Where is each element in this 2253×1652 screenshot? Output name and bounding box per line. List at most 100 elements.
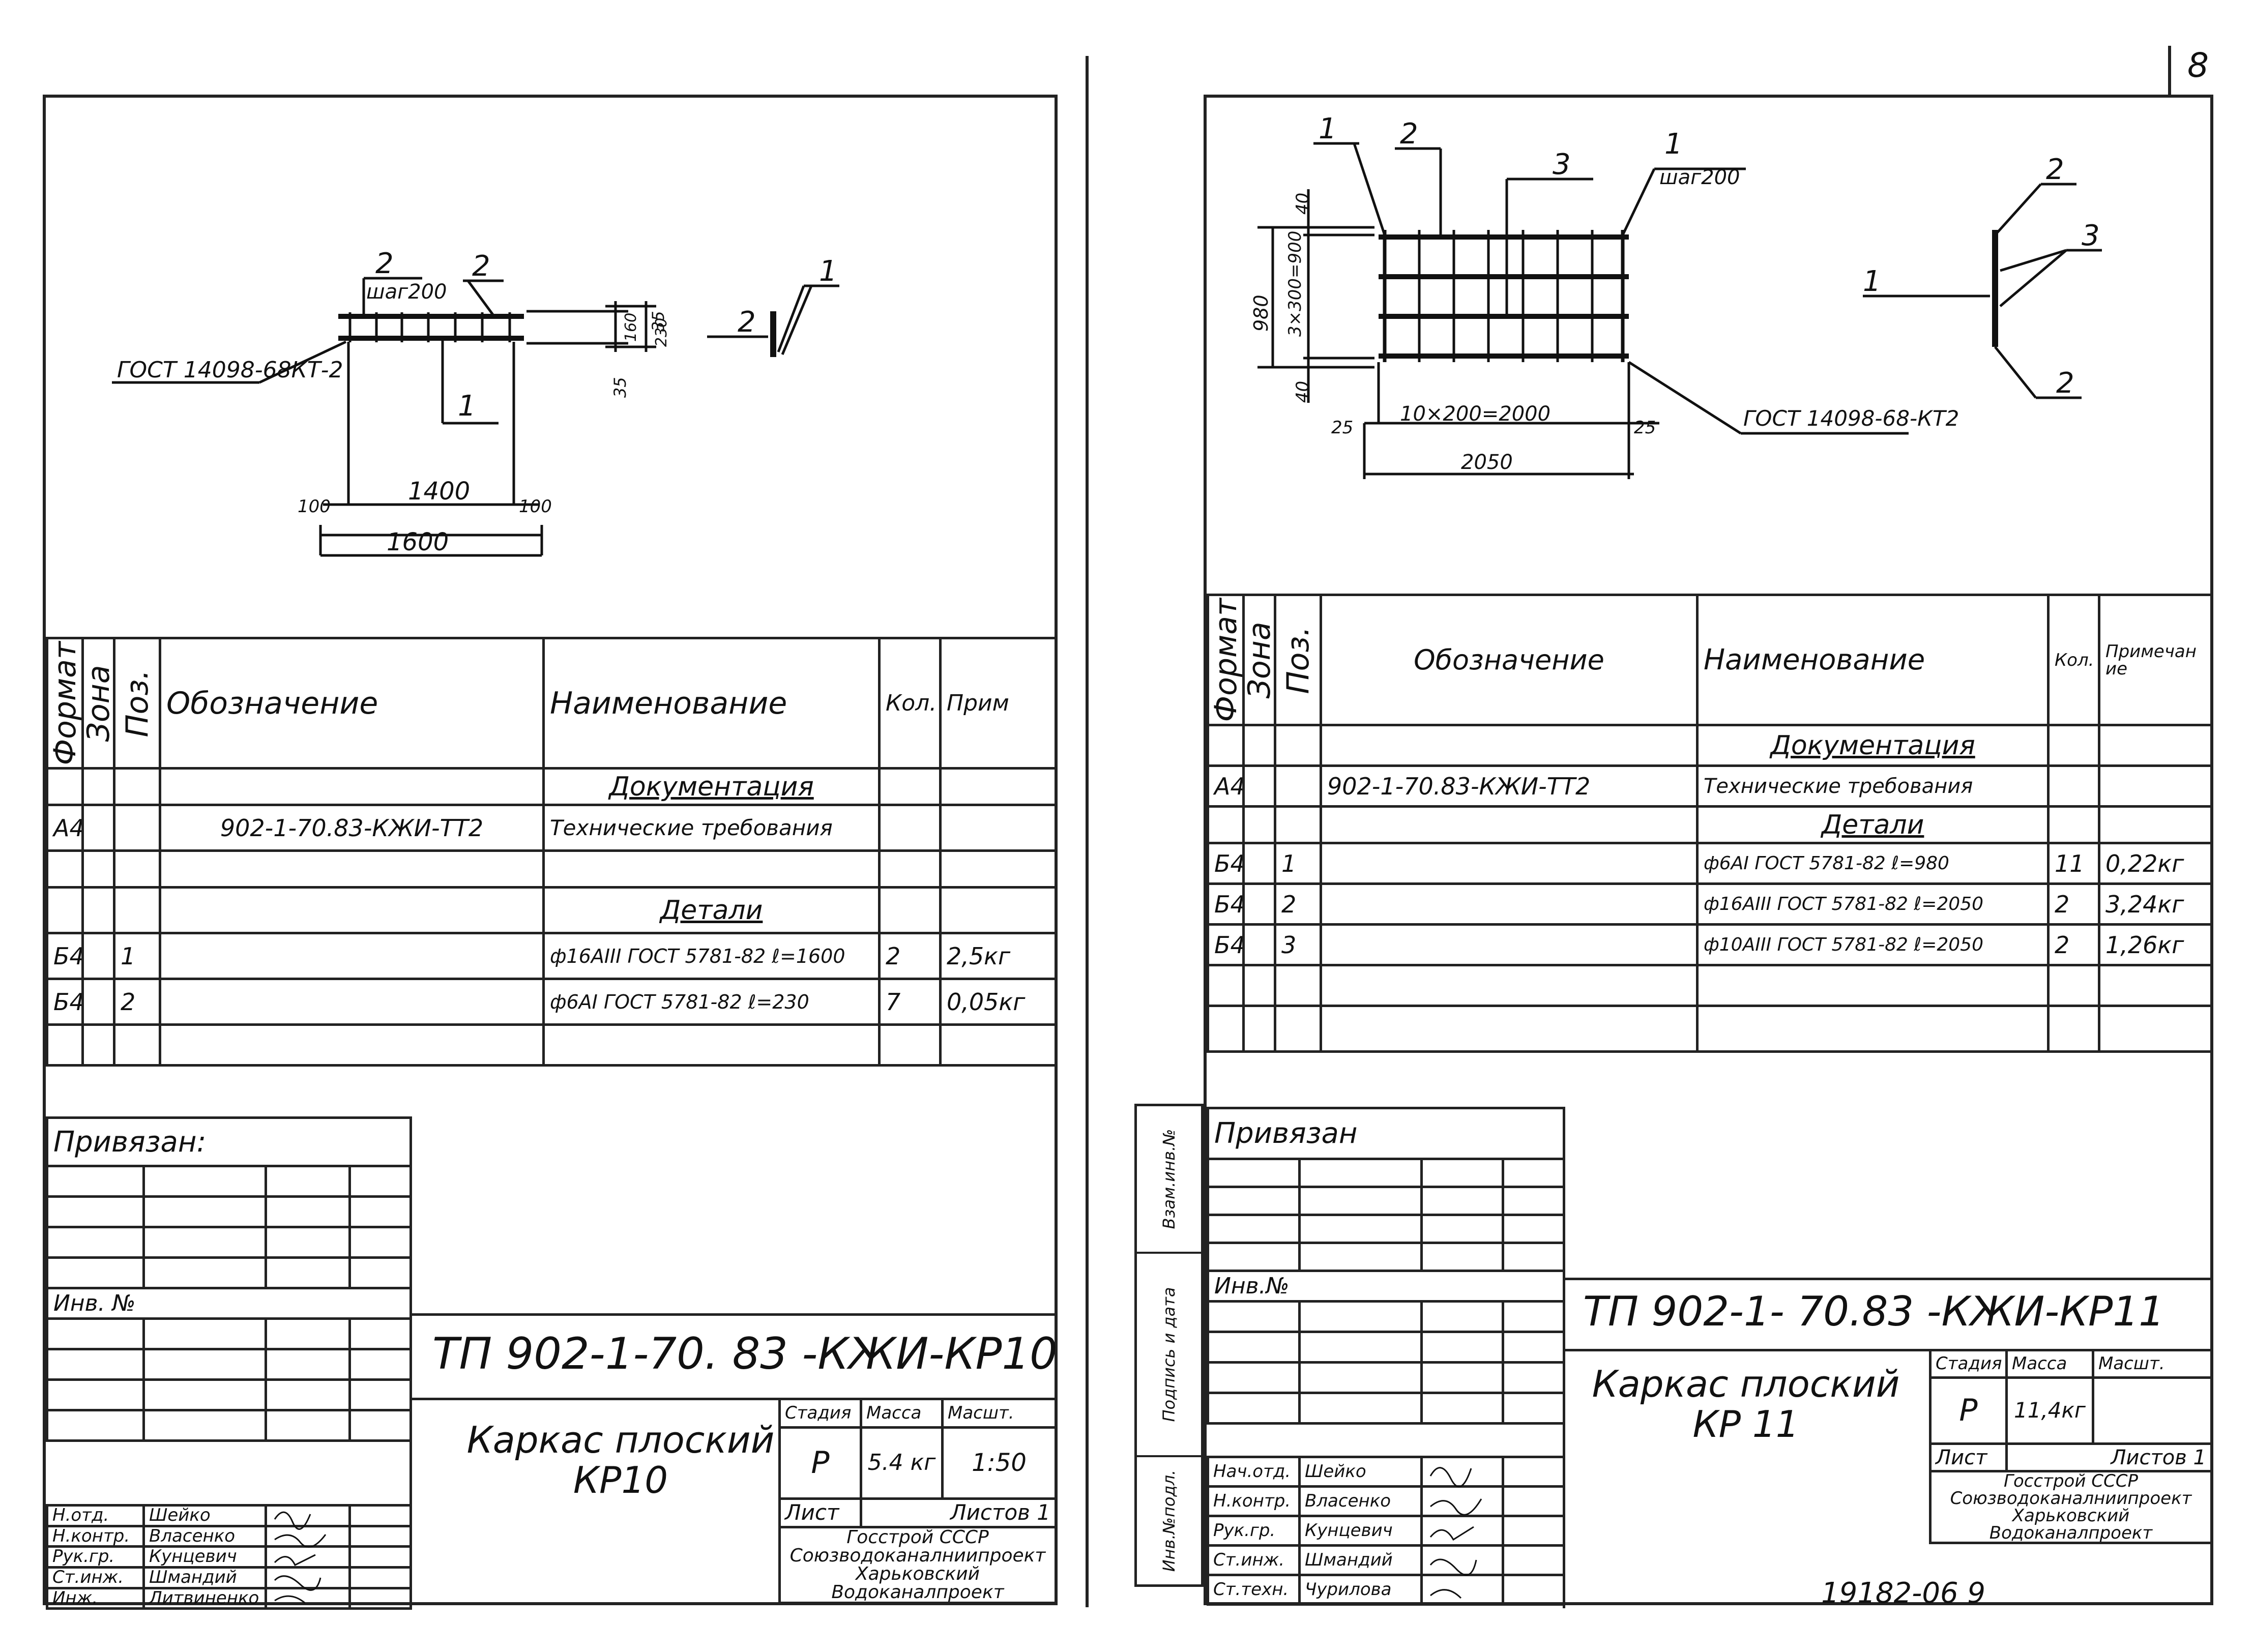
bound-label: Привязан:	[45, 1116, 413, 1167]
dim-25-left: 25	[1331, 418, 1353, 438]
header-pos: Поз.	[1275, 595, 1321, 725]
callout-section-2-bottom: 2	[2056, 367, 2074, 400]
signer-role: Ст.техн.	[1207, 1574, 1301, 1606]
section-documentation: Документация	[1696, 724, 2050, 768]
mass-value: 11,4кг	[2005, 1376, 2094, 1445]
callout-section-2: 2	[738, 306, 756, 339]
dim-3x300: 3×300=900	[1285, 231, 1305, 337]
row-qty: 7	[878, 978, 942, 1026]
signer-role: Нач.отд.	[1207, 1456, 1301, 1488]
title-block-rule	[409, 1313, 1055, 1316]
section-parts: Детали	[1696, 805, 2050, 845]
title-block-rule	[1563, 1278, 2210, 1280]
header-format: Формат	[1208, 595, 1244, 725]
spec-header-row: Формат Зона Поз. Обозначение Наименовани…	[1208, 593, 2213, 727]
sheet-label: Лист	[778, 1497, 862, 1528]
header-scale: Масшт.	[941, 1398, 1057, 1429]
header-qty: Кол.	[2047, 593, 2100, 727]
spec-row-doc: А4 902-1-70.83-КЖИ-ТТ2 Технические требо…	[1207, 764, 2213, 808]
drawing-title: Каркас плоский КР10	[417, 1420, 824, 1500]
signer-name: Литвиненко	[142, 1586, 267, 1610]
signature-cell	[265, 1504, 351, 1527]
org-line: Харьковский	[2012, 1506, 2130, 1526]
dim-1400: 1400	[408, 477, 470, 506]
row-format: А4	[1207, 764, 1245, 808]
dim-40-top: 40	[1293, 193, 1313, 215]
title-block-rule	[1563, 1349, 2210, 1351]
header-designation: Обозначение	[159, 636, 545, 770]
dim-100-left: 100	[298, 496, 331, 517]
callout-pos-2: 2	[1400, 117, 1418, 151]
callout-section-1: 1	[1863, 265, 1881, 298]
spec-row-2: Б4 2 ф16АIII ГОСТ 5781-82 ℓ=2050 2 3,24к…	[1207, 882, 2213, 926]
signer-role: Н.контр.	[46, 1524, 145, 1548]
dim-25-right: 25	[1634, 418, 1656, 438]
header-designation: Обозначение	[1320, 593, 1699, 727]
row-format: А4	[46, 804, 84, 852]
row-pos: 2	[1274, 882, 1322, 926]
page-number-bar	[2168, 46, 2171, 97]
org-line: Союзводоканалниипроект	[1950, 1488, 2192, 1509]
header-name: Наименование	[542, 636, 881, 770]
stage-value: Р	[1929, 1376, 2008, 1445]
organization-stamp: Госстрой СССР Союзводоканалниипроект Хар…	[1929, 1470, 2213, 1544]
drawing-title-line2: КР 11	[1692, 1403, 1799, 1446]
header-note: Примечание	[2098, 593, 2213, 727]
side-cell-replace-inv: Взам.инв.№	[1137, 1106, 1201, 1254]
row-qty: 2	[2047, 882, 2100, 926]
callout-section-1: 1	[819, 255, 837, 288]
org-line: Госстрой СССР	[846, 1527, 989, 1548]
row-format: Б4	[46, 932, 84, 981]
spec-row-section-docs: Документация	[1207, 724, 2213, 768]
signature-table: Н.отд.Шейко Н.контр.Власенко Рук.гр.Кунц…	[46, 1504, 412, 1610]
organization-stamp: Госстрой СССР Союзводоканалниипроект Хар…	[778, 1526, 1057, 1604]
org-line: Харьковский	[855, 1563, 980, 1584]
row-note: 0,22кг	[2098, 842, 2213, 886]
row-name: ф6АI ГОСТ 5781-82 ℓ=230	[542, 978, 881, 1026]
signer-name: Шмандий	[142, 1566, 267, 1589]
title-block-vrule	[1563, 1278, 1565, 1608]
spec-row-section-parts: Детали	[46, 886, 1057, 935]
row-qty: 2	[2047, 923, 2100, 967]
spec-row-3: Б4 3 ф10АIII ГОСТ 5781-82 ℓ=2050 2 1,26к…	[1207, 923, 2213, 967]
signature-cell	[265, 1545, 351, 1569]
drawing-title-line1: Каркас плоский	[466, 1419, 775, 1461]
row-note: 0,05кг	[939, 978, 1057, 1026]
signer-name: Власенко	[1298, 1485, 1423, 1517]
row-name: ф6АI ГОСТ 5781-82 ℓ=980	[1696, 842, 2050, 886]
callout-pos-1-pitch: 1	[1664, 128, 1683, 161]
signer-role: Рук.гр.	[46, 1545, 145, 1569]
header-stage: Стадия	[778, 1398, 862, 1429]
signer-role: Рук.гр.	[1207, 1515, 1301, 1547]
row-format: Б4	[1207, 842, 1245, 886]
signer-name: Шейко	[1298, 1456, 1423, 1488]
row-designation: 902-1-70.83-КЖИ-ТТ2	[159, 804, 545, 852]
scale-value: 1:50	[941, 1426, 1057, 1500]
org-line: Союзводоканалниипроект	[789, 1545, 1046, 1566]
dim-100-right: 100	[519, 496, 552, 517]
inventory-label: Инв.№	[1206, 1270, 1566, 1303]
drawing-title-line1: Каркас плоский	[1592, 1363, 1900, 1405]
binding-grid-kr10: Привязан: Инв. №	[45, 1116, 413, 1442]
header-zone: Зона	[82, 638, 114, 769]
title-block-rule	[409, 1398, 1055, 1400]
row-note: 2,5кг	[939, 932, 1057, 981]
specification-table-kr10: Формат Зона Поз. Обозначение Наименовани…	[46, 636, 1057, 1067]
row-note: 3,24кг	[2098, 882, 2213, 926]
signatures-kr10	[274, 1511, 327, 1604]
signer-name: Шейко	[142, 1504, 267, 1527]
dim-160: 160	[622, 313, 640, 342]
signer-name: Шмандий	[1298, 1544, 1423, 1576]
signatures-kr11	[1429, 1467, 1482, 1599]
header-stage: Стадия	[1929, 1349, 2008, 1379]
dim-980: 980	[1250, 294, 1272, 332]
header-mass: Масса	[2005, 1349, 2094, 1379]
header-format: Формат	[47, 638, 83, 769]
header-qty: Кол.	[878, 636, 942, 770]
spec-row-1: Б4 1 ф6АI ГОСТ 5781-82 ℓ=980 11 0,22кг	[1207, 842, 2213, 886]
row-name: ф10АIII ГОСТ 5781-82 ℓ=2050	[1696, 923, 2050, 967]
side-cell-signature-date: Подпись и дата	[1137, 1254, 1201, 1457]
row-pos: 2	[113, 978, 161, 1026]
signature-cell	[1420, 1515, 1504, 1547]
spec-row-section-parts: Детали	[1207, 805, 2213, 845]
